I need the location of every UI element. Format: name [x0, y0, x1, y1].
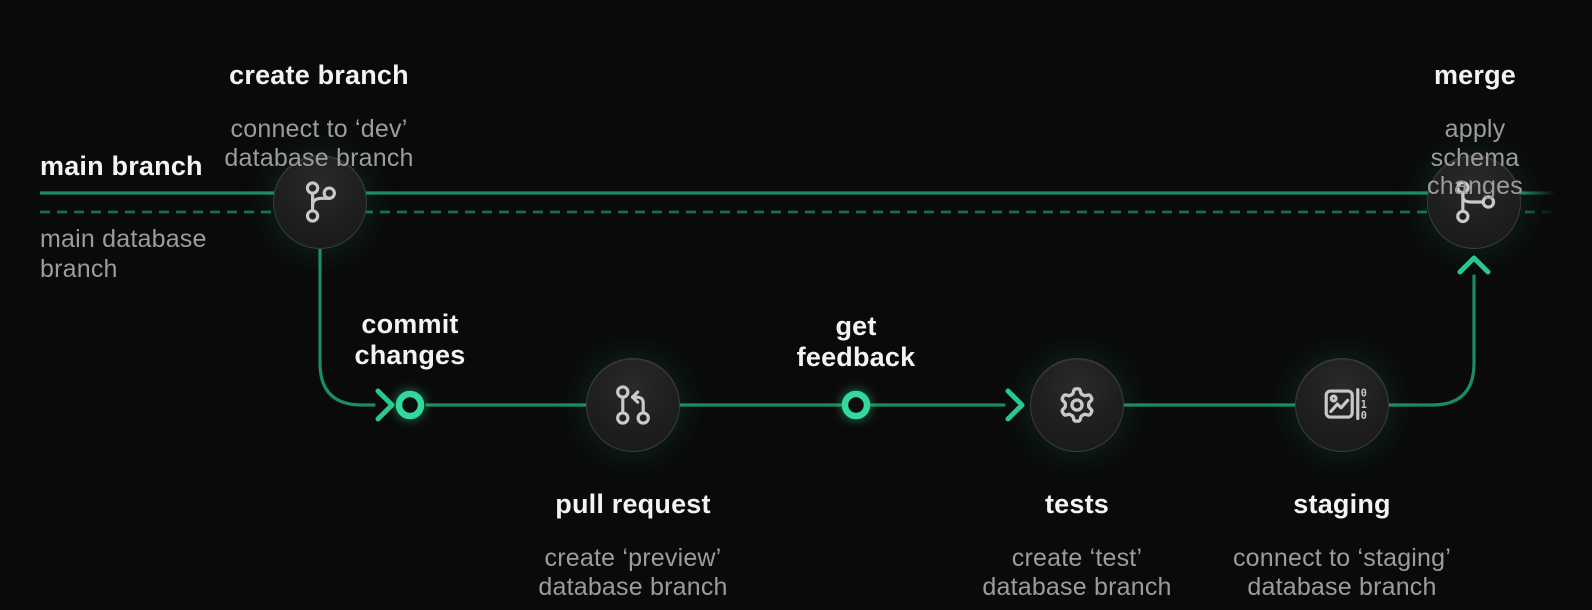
step-label-commit-changes: commit changes	[354, 309, 466, 370]
git-pull-request-icon	[616, 385, 650, 425]
node-tests	[1030, 358, 1124, 452]
gear-icon	[1060, 387, 1094, 423]
digit-0: 0	[1361, 411, 1367, 422]
main-branch-label: main branch	[40, 151, 203, 181]
branch-down-curve	[318, 208, 376, 407]
flow-arrows	[375, 255, 1491, 422]
step-subtitle: create ‘test’ database branch	[982, 544, 1172, 601]
feature-branch-path	[318, 208, 1476, 407]
step-title: pull request	[555, 489, 711, 519]
step-title: merge	[1433, 60, 1517, 90]
step-title: tests	[1044, 489, 1110, 519]
arrow-right-icon	[375, 388, 395, 422]
step-title: staging	[1293, 489, 1391, 519]
git-merge-icon	[1456, 180, 1496, 224]
main-database-branch-label: main database branch	[40, 225, 207, 283]
digit-0: 0	[1361, 389, 1367, 400]
step-subtitle: connect to ‘dev’ database branch	[224, 115, 414, 172]
step-label-merge: merge apply schema changes	[1417, 41, 1534, 219]
branch-up-curve	[1386, 274, 1476, 407]
node-create-branch	[273, 155, 367, 249]
node-staging: 0 1 0	[1295, 358, 1389, 452]
step-label-pull-request: pull request create ‘preview’ database b…	[538, 470, 727, 610]
step-label-get-feedback: get feedback	[796, 311, 916, 372]
step-subtitle: connect to ‘staging’ database branch	[1232, 544, 1452, 601]
node-merge	[1427, 155, 1521, 249]
step-label-tests: tests create ‘test’ database branch	[982, 470, 1171, 610]
arrow-right-icon	[1005, 388, 1025, 422]
arrow-up-icon	[1457, 255, 1491, 275]
digit-1: 1	[1361, 400, 1367, 411]
step-label-create-branch: create branch connect to ‘dev’ database …	[224, 41, 413, 190]
step-label-staging: staging connect to ‘staging’ database br…	[1233, 470, 1451, 610]
step-title: create branch	[229, 60, 409, 90]
feedback-ring-icon	[841, 390, 871, 420]
commit-ring-icon	[395, 390, 425, 420]
schema-data-icon: 0 1 0	[1324, 388, 1367, 422]
step-subtitle: apply schema changes	[1427, 115, 1523, 200]
node-pull-request	[586, 358, 680, 452]
step-subtitle: create ‘preview’ database branch	[538, 544, 728, 601]
git-branch-icon	[305, 181, 336, 223]
